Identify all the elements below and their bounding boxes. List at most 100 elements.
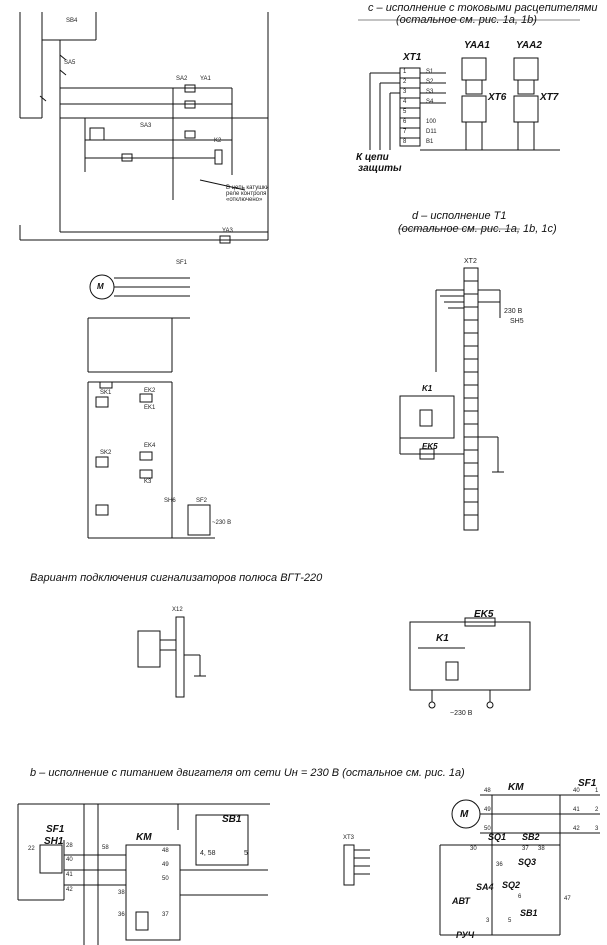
label-sh5-d: SH5: [510, 318, 524, 325]
caption-c-sub: (остальное см. рис. 1a, 1b): [396, 14, 537, 26]
label-km-b: KM: [136, 832, 152, 843]
caption-c-title: c – исполнение с токовыми расцепителями: [368, 2, 598, 14]
b-km-38: 38: [118, 890, 125, 896]
label-sa2: SA2: [176, 76, 188, 82]
label-sb4: SB4: [66, 18, 78, 24]
label-xt3: XT3: [343, 835, 355, 841]
label-230v-large: ~230 В: [450, 710, 473, 717]
label-ek5-large: EK5: [474, 609, 494, 620]
xt1-d11: D11: [426, 129, 437, 135]
label-xt2: XT2: [464, 258, 477, 265]
label-sq2-b: SQ2: [502, 880, 521, 890]
xt1-term-3: 3: [403, 89, 407, 95]
label-xt6: XT6: [488, 92, 507, 103]
label-ek2: EK2: [144, 388, 156, 394]
xt1-term-4: 4: [403, 99, 407, 105]
label-sb1-b-right: SB1: [520, 908, 538, 918]
label-ek4: EK4: [144, 443, 156, 449]
vgt-circuit-small: [137, 616, 206, 698]
label-k1-large: K1: [436, 633, 449, 644]
label-sf1-b-right: SF1: [578, 778, 597, 789]
label-ya1: YA1: [200, 76, 211, 82]
xt1-term-6: 6: [403, 119, 407, 125]
b-ctrl-3: 3: [486, 918, 490, 924]
sb1-term-1: 4, 58: [200, 850, 216, 857]
label-k1-d: K1: [422, 384, 433, 393]
b-km-37: 37: [162, 912, 169, 918]
label-sb1-b: SB1: [222, 814, 242, 825]
caption-b-title: b – исполнение с питанием двигателя от с…: [30, 767, 465, 779]
label-ek5-d: EK5: [422, 442, 438, 451]
label-yaa2: YAA2: [516, 40, 542, 51]
label-sk1: SK1: [100, 390, 112, 396]
xt1-term-8: 8: [403, 139, 407, 145]
xt1-b1: B1: [426, 139, 434, 145]
label-sh1-b: SH1: [44, 836, 64, 847]
motor-circuit-middle: [87, 274, 215, 539]
label-ya3: YA3: [222, 228, 233, 234]
label-ruch-b: РУЧ: [456, 930, 475, 940]
b-term-22: 22: [28, 846, 35, 852]
b-term-28: 28: [66, 843, 73, 849]
label-sk2: SK2: [100, 450, 112, 456]
b-sf1-2: 2: [595, 807, 599, 813]
caption-d-title: d – исполнение T1: [412, 210, 507, 222]
b-m-49: 49: [484, 807, 491, 813]
b-term-40: 40: [66, 857, 73, 863]
label-km-b-right: KM: [508, 782, 524, 793]
b-ctrl-38: 38: [538, 846, 545, 852]
label-sh6: SH6: [164, 498, 176, 504]
label-k2: K2: [214, 138, 222, 144]
b-km-49: 49: [162, 862, 169, 868]
label-x12: X12: [172, 607, 183, 613]
b-sf1-42: 42: [573, 826, 580, 832]
b-km-58: 58: [102, 845, 109, 851]
label-230v-middle: ~230 В: [212, 520, 232, 526]
control-circuit-top: [19, 12, 269, 244]
label-sa5: SA5: [64, 60, 76, 66]
b-ctrl-30: 30: [470, 846, 477, 852]
b-ctrl-47: 47: [564, 896, 571, 902]
label-sq3-b: SQ3: [518, 857, 537, 867]
fig-b-motor-right: [439, 794, 600, 936]
caption-d-sub: (остальное см. рис. 1a, 1b, 1c): [398, 223, 557, 235]
xt1-s3: S3: [426, 89, 434, 95]
label-ek1: EK1: [144, 405, 156, 411]
b-ctrl-36: 36: [496, 862, 503, 868]
xt1-term-1: 1: [403, 69, 407, 75]
xt1-s100: 100: [426, 119, 437, 125]
fig-b-power-left: [17, 803, 270, 945]
xt1-term-5: 5: [403, 109, 407, 115]
xt1-s2: S2: [426, 79, 434, 85]
b-ctrl-5: 5: [508, 918, 512, 924]
sb1-term-2: 5: [244, 850, 248, 857]
b-km-48: 48: [162, 848, 169, 854]
b-km-36: 36: [118, 912, 125, 918]
b-sf1-40: 40: [573, 788, 580, 794]
b-term-41: 41: [66, 872, 73, 878]
caption-vgt-title: Вариант подключения сигнализаторов полюс…: [30, 572, 323, 584]
xt1-s1: S1: [426, 69, 434, 75]
label-xt1: XT1: [403, 52, 422, 63]
vgt-circuit-large: [409, 617, 531, 709]
fig-d-circuit: [399, 267, 504, 531]
label-230v-d: 230 В: [504, 308, 523, 315]
b-sf1-41: 41: [573, 807, 580, 813]
label-sa3: SA3: [140, 123, 152, 129]
b-sf1-1: 1: [595, 788, 599, 794]
fig-c-circuit: [369, 57, 560, 151]
label-sf1-b: SF1: [46, 824, 65, 835]
fig-b-xt3: [343, 844, 370, 886]
label-sq1-b: SQ1: [488, 832, 507, 842]
label-m-b: M: [460, 809, 469, 820]
label-protect-1: К цепи: [356, 152, 389, 163]
label-note: В цепь катушки реле контроля «отключено»: [226, 185, 269, 203]
label-sa4-b: SA4: [476, 882, 494, 892]
label-yaa1: YAA1: [464, 40, 490, 51]
label-m-middle: M: [97, 282, 104, 291]
xt1-s4: S4: [426, 99, 434, 105]
xt1-term-2: 2: [403, 79, 407, 85]
b-term-42: 42: [66, 887, 73, 893]
b-sf1-3: 3: [595, 826, 599, 832]
b-m-48: 48: [484, 788, 491, 794]
